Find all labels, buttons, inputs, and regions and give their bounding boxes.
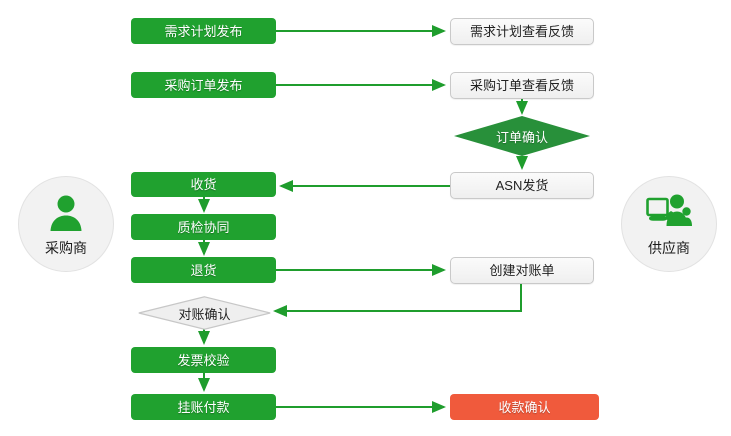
- node-order-confirm-label: 订单确认: [495, 129, 548, 145]
- actor-buyer-label: 采购商: [45, 240, 87, 256]
- node-return-goods[interactable]: 退货: [131, 257, 276, 283]
- person-with-computer-icon: [646, 193, 692, 238]
- node-post-payment[interactable]: 挂账付款: [131, 394, 276, 420]
- edge-statement-to-statement-confirm: [273, 283, 522, 317]
- node-asn-ship[interactable]: ASN发货: [450, 172, 594, 199]
- node-statement-confirm-label: 对账确认: [178, 306, 231, 322]
- node-statement-confirm[interactable]: 对账确认: [138, 296, 271, 330]
- actor-supplier[interactable]: 供应商: [621, 176, 717, 272]
- actor-supplier-label: 供应商: [648, 240, 690, 256]
- node-receive-goods[interactable]: 收货: [131, 172, 276, 197]
- node-demand-plan-publish[interactable]: 需求计划发布: [131, 18, 276, 44]
- node-po-feedback[interactable]: 采购订单查看反馈: [450, 72, 594, 99]
- person-icon: [46, 193, 86, 238]
- node-po-publish[interactable]: 采购订单发布: [131, 72, 276, 98]
- node-receipt-confirm[interactable]: 收款确认: [450, 394, 599, 420]
- node-demand-plan-feedback[interactable]: 需求计划查看反馈: [450, 18, 594, 45]
- node-order-confirm[interactable]: 订单确认: [454, 116, 590, 156]
- node-invoice-verify[interactable]: 发票校验: [131, 347, 276, 373]
- node-quality-check[interactable]: 质检协同: [131, 214, 276, 240]
- node-create-statement[interactable]: 创建对账单: [450, 257, 594, 284]
- actor-buyer[interactable]: 采购商: [18, 176, 114, 272]
